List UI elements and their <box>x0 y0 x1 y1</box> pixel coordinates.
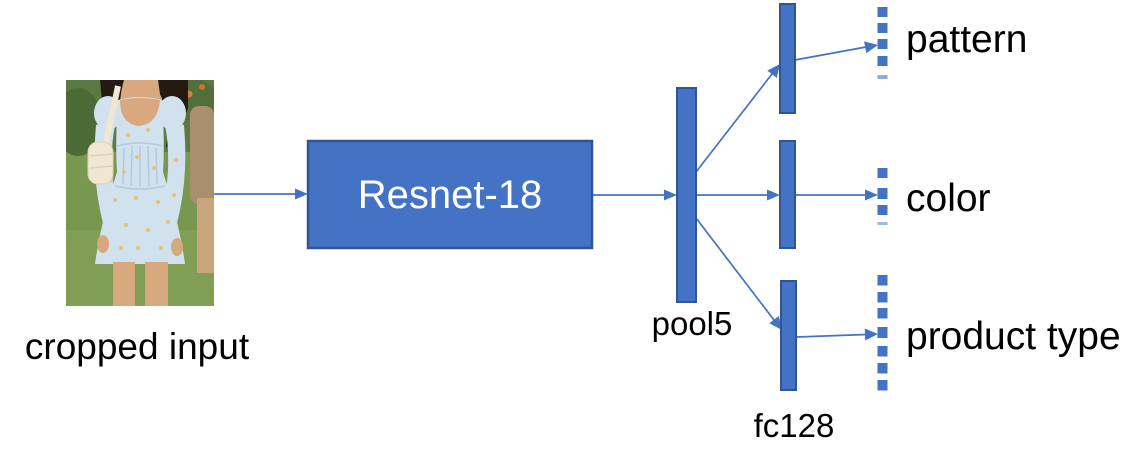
pool5-label: pool5 <box>652 305 733 342</box>
right-hand <box>171 238 183 256</box>
handbag <box>87 85 121 185</box>
output-label-product-type: product type <box>906 315 1121 358</box>
arrow-resnet-to-pool5 <box>664 189 677 201</box>
corset-lines <box>114 142 166 190</box>
cropped-input-photo <box>66 80 214 306</box>
output-label-color: color <box>906 177 991 220</box>
fc128-label: fc128 <box>754 407 835 444</box>
resnet18-block <box>306 139 594 250</box>
arrow-pool5-to-fc-pattern <box>767 64 780 78</box>
fc128-bar-product-type <box>780 280 797 391</box>
arrow-fc-to-color <box>865 189 878 201</box>
dress-floral-dots <box>102 128 178 250</box>
arrow-fc-to-pattern <box>864 41 878 54</box>
legs <box>113 262 168 306</box>
fc128-bar-color <box>779 140 796 249</box>
arrow-fc-to-product <box>864 328 878 341</box>
arrow-input-to-resnet <box>295 188 308 200</box>
output-column-pattern <box>877 7 888 79</box>
dress <box>94 96 186 264</box>
cropped-input-label: cropped input <box>25 326 250 367</box>
person <box>87 80 188 306</box>
fc128-bar-pattern <box>779 3 796 114</box>
scoop-neckline <box>120 98 160 126</box>
output-label-pattern: pattern <box>906 18 1027 61</box>
arrow-pool5-to-fc-color <box>767 189 780 201</box>
output-column-product-type <box>877 275 888 391</box>
left-hand <box>97 235 109 253</box>
output-column-color <box>877 168 888 225</box>
arrow-pool5-to-fc-product <box>769 316 782 330</box>
background-person <box>190 106 214 273</box>
resnet18-label: Resnet-18 <box>358 173 543 217</box>
pool5-bar <box>676 87 697 303</box>
connectors <box>214 41 878 341</box>
